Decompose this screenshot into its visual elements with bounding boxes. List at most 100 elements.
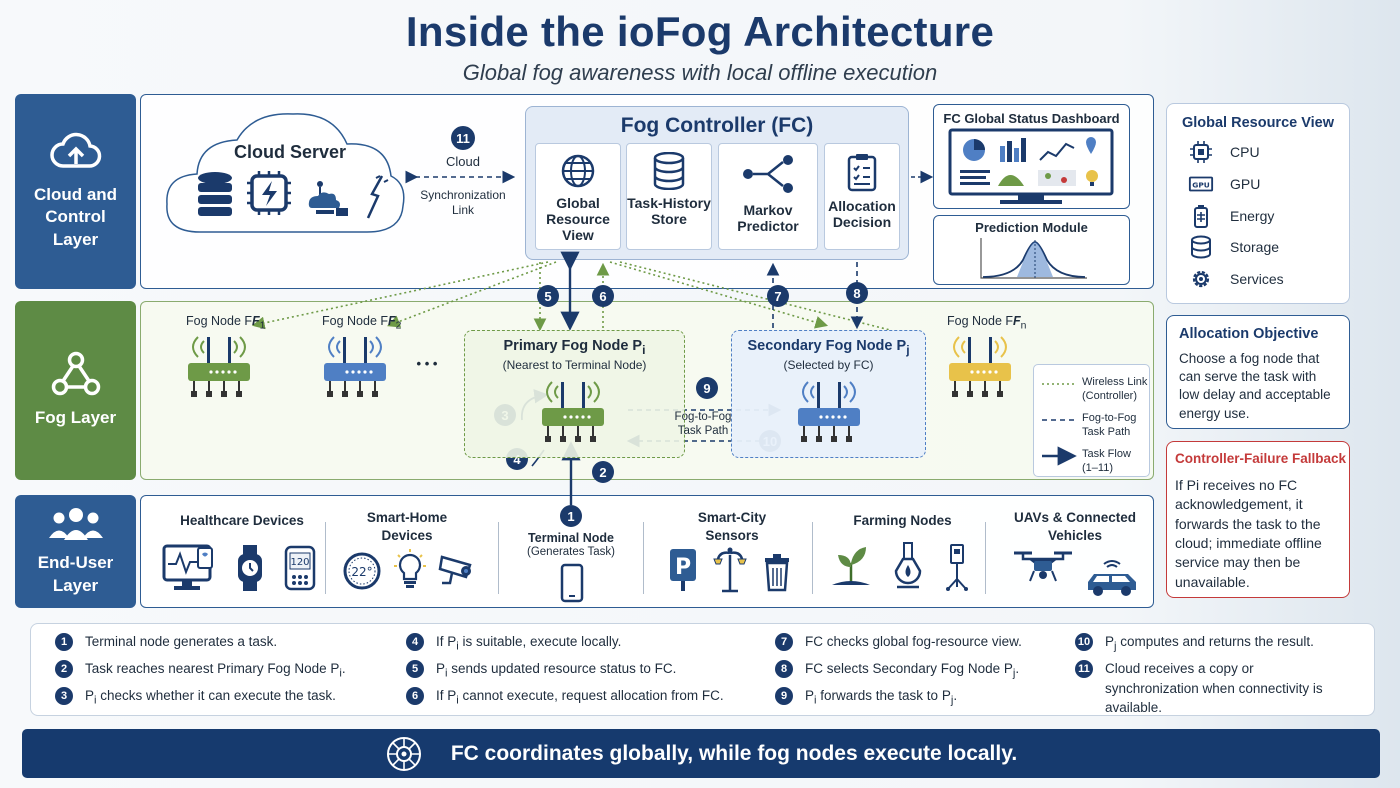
fc-module-task-history-store: Task-History Store — [626, 143, 712, 250]
step-text: Pi forwards the task to Pj. — [805, 688, 958, 707]
step-number-badge: 11 — [1075, 660, 1093, 678]
category-smart-city: Smart-City Sensors — [697, 510, 767, 543]
allocation-objective-text: Choose a fog node that can serve the tas… — [1179, 351, 1331, 421]
allocation-objective-title: Allocation Objective — [1179, 326, 1319, 342]
cloud-upload-icon — [49, 133, 101, 169]
primary-fog-node-title: Primary Fog Node Pi — [503, 338, 646, 357]
legend-box — [1033, 364, 1150, 477]
global-resource-view-panel — [1166, 103, 1350, 304]
sync-label-synchronization: Synchronization — [420, 188, 506, 202]
fallback-text: If Pi receives no FC acknowledgement, it… — [1175, 477, 1322, 590]
users-group-icon — [48, 508, 103, 541]
layer-label-fog: Fog Layer — [34, 408, 117, 428]
cloud-server-label: Cloud Server — [233, 142, 347, 162]
fog-node-f1-label: Fog Node FF1 — [186, 314, 266, 332]
fallback-title: Controller-Failure Fallback — [1175, 451, 1347, 466]
secondary-fog-node-title: Secondary Fog Node Pj — [747, 338, 910, 357]
layer-tab-cloud: Cloud and Control Layer — [15, 94, 136, 289]
fc-module-label: Global Resource View — [546, 195, 610, 244]
legend-fog-to-fog-path: Fog-to-Fog Task Path — [1082, 412, 1137, 439]
layer-tab-fog: Fog Layer — [15, 301, 136, 480]
step-text: FC checks global fog-resource view. — [805, 634, 1022, 649]
step-item-10: 10 Pj computes and returns the result. — [1075, 633, 1345, 655]
cloud-devices-icon — [308, 181, 348, 216]
smart-bulb-icon — [394, 549, 426, 588]
fog-nodes-ellipsis: • • • — [416, 356, 438, 371]
step-number-badge: 2 — [55, 660, 73, 678]
step-number-badge: 5 — [406, 660, 424, 678]
category-smart-home: Smart-Home Devices — [366, 510, 448, 543]
resource-item-services: Services — [1188, 268, 1284, 290]
ecg-monitor-icon — [162, 544, 213, 590]
router-icon — [188, 336, 250, 397]
step-badge-11: 11 — [451, 126, 475, 150]
step-badge-9: 9 — [696, 377, 718, 399]
plant-sprout-icon — [832, 547, 870, 585]
step-number-badge: 6 — [406, 687, 424, 705]
category-healthcare: Healthcare Devices — [180, 513, 304, 528]
step-badge-5: 5 — [537, 285, 559, 307]
step-item-9: 9 Pi forwards the task to Pj. — [775, 687, 1065, 709]
separator — [643, 522, 644, 594]
f2f-path-label-1: Fog-to-Fog — [674, 411, 732, 423]
f2f-path-label-2: Task Path — [677, 425, 729, 437]
fc-module-label: Allocation Decision — [828, 198, 896, 231]
blood-pressure-monitor-icon: 120 — [284, 545, 316, 591]
wireless-to-secondary — [609, 261, 829, 329]
router-icon — [324, 336, 386, 397]
cpu-icon — [1190, 141, 1212, 163]
page-subtitle: Global fog awareness with local offline … — [462, 60, 938, 85]
step-badge-8: 8 — [846, 282, 868, 304]
battery-icon — [1194, 205, 1208, 228]
smartphone-icon — [560, 563, 584, 603]
step-number-badge: 10 — [1075, 633, 1093, 651]
step-text: Pi checks whether it can execute the tas… — [85, 688, 336, 707]
primary-fog-node-box — [464, 330, 685, 458]
network-nodes-icon — [51, 352, 100, 396]
fog-node-f2-label: Fog Node FF2 — [322, 314, 402, 332]
step-badge-2: 2 — [592, 461, 614, 483]
layer-label-cloud: Cloud and Control Layer — [33, 185, 118, 249]
step-item-6: 6 If Pi cannot execute, request allocatio… — [406, 687, 756, 709]
layer-label-user: End-User Layer — [37, 553, 114, 595]
fc-module-global-resource-view: Global Resource View — [535, 143, 621, 250]
separator — [498, 522, 499, 594]
step-badge-7: 7 — [767, 285, 789, 307]
separator — [812, 522, 813, 594]
secondary-fog-node-box — [731, 330, 926, 458]
footer-banner: FC coordinates globally, while fog nodes… — [22, 729, 1380, 778]
step-text: Pj computes and returns the result. — [1105, 634, 1314, 653]
step-number-badge: 9 — [775, 687, 793, 705]
parking-sign-icon: P — [670, 549, 696, 591]
network-hub-icon — [386, 736, 421, 771]
footer-text: FC coordinates globally, while fog nodes… — [450, 741, 1018, 765]
category-farming: Farming Nodes — [853, 513, 952, 528]
storage-stack-icon — [653, 152, 685, 190]
fog-node-fn-label: Fog Node FFn — [947, 314, 1027, 332]
connected-car-icon — [1088, 560, 1136, 596]
drone-icon — [1014, 551, 1072, 582]
resource-item-cpu: CPU — [1188, 141, 1260, 163]
globe-icon — [561, 154, 595, 188]
step-number-badge: 8 — [775, 660, 793, 678]
layer-tab-user: End-User Layer — [15, 495, 136, 608]
step-text: If Pi cannot execute, request allocation… — [436, 688, 724, 707]
step-text: Terminal node generates a task. — [85, 634, 278, 649]
trash-bin-icon — [765, 554, 789, 592]
dashboard-monitor-icon — [948, 128, 1114, 204]
gpu-icon: GPU — [1188, 176, 1214, 192]
category-uavs-vehicles: UAVs & Connected Vehicles — [1013, 510, 1136, 543]
svg-text:P: P — [675, 555, 691, 580]
storage-icon — [1191, 235, 1211, 259]
secondary-fog-node-note: (Selected by FC) — [783, 358, 874, 372]
blood-pressure-reading: 120 — [290, 557, 309, 568]
power-chip-icon — [247, 171, 291, 215]
gear-icon — [1192, 270, 1210, 288]
fc-module-label: Markov Predictor — [737, 202, 799, 235]
terminal-node-title: Terminal Node — [528, 531, 614, 545]
